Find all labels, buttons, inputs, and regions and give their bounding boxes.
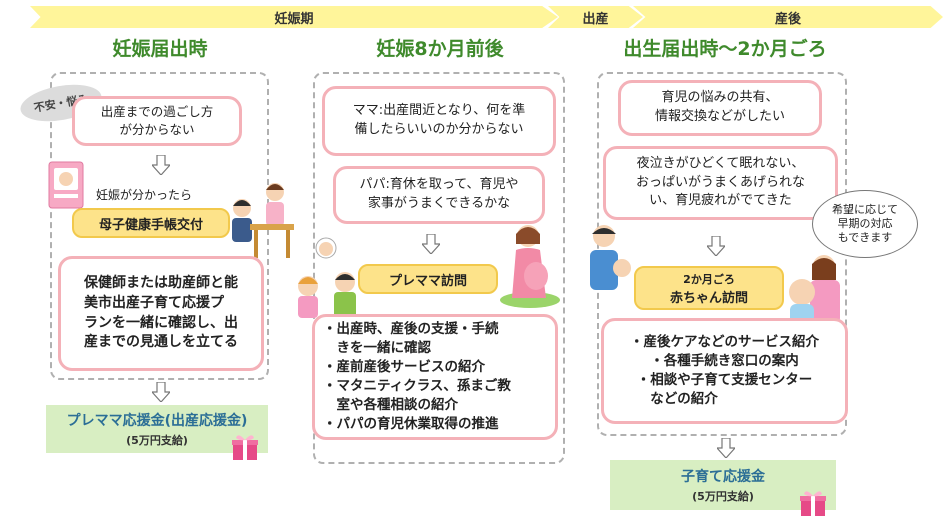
col3-share-box: 育児の悩みの共有、 情報交換などがしたい [618,80,822,136]
col3-night-box: 夜泣きがひどくて眠れない、 おっぱいがうまくあげられな い、育児疲れがでてきた [603,146,838,220]
col3-support-box: 子育て応援金 (5万円支給) [610,460,836,510]
col1-support-main: プレママ応援金(出産応援金) [66,413,248,429]
baby-visit-line2: 赤ちゃん訪問 [669,290,748,306]
pregnant-woman-icon [500,225,560,308]
col2-mama-text: ママ:出産間近となり、何を準 備したらいいのか分からない [352,103,526,137]
col1-worry-text: 出産までの過ごし方 が分からない [100,103,214,137]
baby-visit-line1: 2か月ごろ [683,272,735,286]
handbook-icon [48,161,84,209]
col2-papa-box: パパ:育休を取って、育児や 家事がうまくできるかな [333,166,545,224]
col2-mama-box: ママ:出産間近となり、何を準 備したらいいのか分からない [322,86,556,156]
phase-pregnancy: 妊娠期 [30,6,558,28]
down-arrow-icon [422,234,440,254]
col3-services-box: ・産後ケアなどのサービス紹介 ・各種手続き窓口の案内 ・相談や子育て支援センター… [601,318,848,424]
early-support-speech-bubble: 希望に応じて 早期の対応 もできます [812,190,918,258]
premama-visit-label: プレママ訪問 [358,264,498,294]
col3-support-sub: (5万円支給) [692,490,754,503]
col3-night-text: 夜泣きがひどくて眠れない、 おっぱいがうまくあげられな い、育児疲れがでてきた [635,155,805,209]
col2-services-box: ・出産時、産後の支援・手続 きを一緒に確認 ・産前産後サービスの紹介 ・マタニテ… [312,314,558,440]
parents-illustration-icon [298,237,356,318]
phase-postpartum-label: 産後 [774,11,801,27]
col1-caption: 妊娠が分かったら [96,188,193,202]
col2-dashed-frame [313,72,565,464]
col2-service-item: ・産前産後サービスの紹介 [323,359,485,376]
col2-service-item: ・出産時、産後の支援・手続 きを一緒に確認 [323,321,499,357]
down-arrow-icon [707,236,725,256]
col2-papa-text: パパ:育休を取って、育児や 家事がうまくできるかな [359,177,519,211]
col3-service-item: ・各種手続き窓口の案内 [650,353,799,370]
father-baby-icon [590,225,631,290]
phase-birth: 出産 [548,6,643,28]
col3-title: 出生届出時～2か月ごろ [623,38,827,60]
handbook-label-text: 母子健康手帳交付 [98,217,203,233]
early-support-text: 希望に応じて 早期の対応 もできます [832,202,898,245]
col1-consult-text: 保健師または助産師と能 美市出産子育て応援プ ランを一緒に確認し、出 産までの見… [84,275,238,351]
down-arrow-icon [152,155,170,175]
down-arrow-icon [152,382,170,402]
col3-service-item: ・相談や子育て支援センター などの紹介 [636,372,813,407]
phase-pregnancy-label: 妊娠期 [274,11,314,27]
col1-worry-box: 出産までの過ごし方 が分からない [72,96,242,146]
premama-visit-text: プレママ訪問 [388,273,467,289]
col3-share-text: 育児の悩みの共有、 情報交換などがしたい [654,90,785,124]
phase-postpartum: 産後 [633,6,943,28]
phase-birth-label: 出産 [582,11,609,27]
col1-title: 妊娠届出時 [112,38,208,60]
gift-icon [232,435,258,460]
col2-service-item: ・パパの育児休業取得の推進 [323,415,499,432]
gift-icon [800,491,826,516]
down-arrow-icon [717,438,735,458]
col2-service-item: ・マタニティクラス、孫まご教 室や各種相談の紹介 [323,378,511,413]
baby-visit-label: 2か月ごろ 赤ちゃん訪問 [634,266,784,310]
col1-support-sub: (5万円支給) [126,434,188,447]
consultation-illustration-icon [232,183,294,258]
mother-baby-icon [789,255,840,326]
col1-support-box: プレママ応援金(出産応援金) (5万円支給) [46,405,268,453]
col3-service-item: ・産後ケアなどのサービス紹介 [630,334,819,351]
col1-consult-box: 保健師または助産師と能 美市出産子育て応援プ ランを一緒に確認し、出 産までの見… [58,256,264,371]
col2-title: 妊娠8か月前後 [376,38,504,60]
handbook-label: 母子健康手帳交付 [72,208,230,238]
col3-support-main: 子育て応援金 [681,469,765,485]
